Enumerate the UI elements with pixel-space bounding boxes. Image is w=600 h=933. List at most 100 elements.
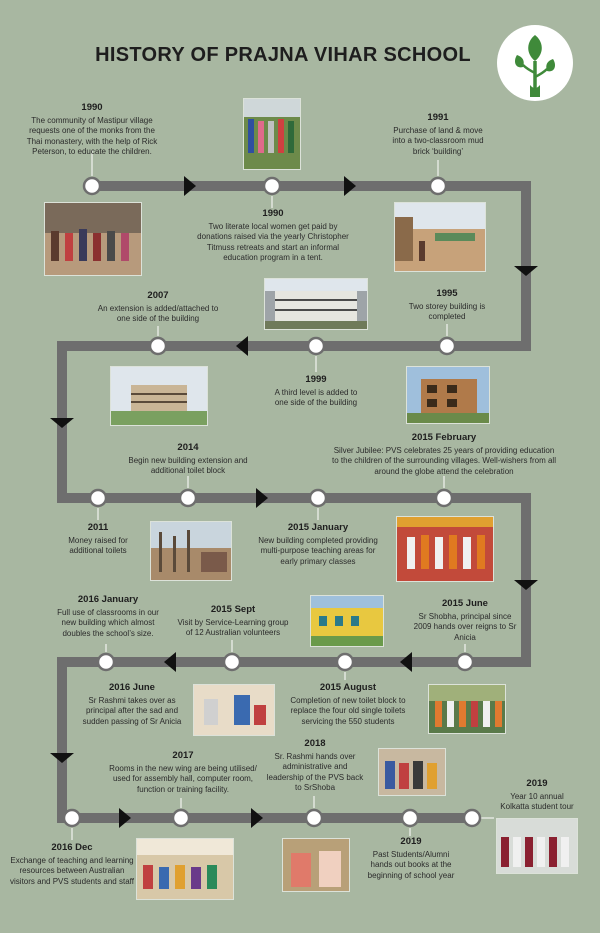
event-text: Past Students/Alumni hands out books at … <box>367 850 455 880</box>
school-logo <box>497 25 573 101</box>
event-text: Completion of new toilet block to replac… <box>290 696 406 726</box>
event-year: 2007 <box>147 290 169 301</box>
arrow-right <box>256 488 268 508</box>
arrow-left <box>400 652 412 672</box>
photo-construction-site <box>150 521 232 581</box>
photo-alumni-books <box>378 748 446 796</box>
timeline-node[interactable] <box>82 176 102 196</box>
event-year: 1990 <box>262 208 284 219</box>
event-text: Money raised for additional toilets <box>68 536 128 556</box>
photo-assembly-hall <box>136 838 234 900</box>
arrow-down <box>514 580 538 590</box>
event-2018: 2018 Sr. Rashmi hands over administrativ… <box>266 738 364 794</box>
timeline-node[interactable] <box>148 336 168 356</box>
event-2015-february: 2015 February Silver Jubilee: PVS celebr… <box>330 432 558 477</box>
event-year: 1995 <box>436 288 458 299</box>
arrow-down <box>50 753 74 763</box>
event-2011: 2011 Money raised for additional toilets <box>64 522 132 557</box>
photo-student-tour-group <box>496 818 578 874</box>
event-2016-dec: 2016 Dec Exchange of teaching and learni… <box>10 842 134 887</box>
photo-sr-rashmi <box>282 838 350 892</box>
event-year: 2018 <box>304 738 326 749</box>
photo-volunteers-classroom <box>193 684 275 736</box>
event-text: New building completed providing multi-p… <box>258 536 378 566</box>
timeline-node[interactable] <box>222 652 242 672</box>
event-year: 2015 August <box>319 682 377 693</box>
event-text: Purchase of land & move into a two-class… <box>392 126 484 156</box>
timeline-node[interactable] <box>434 488 454 508</box>
arrow-right <box>251 808 263 828</box>
event-text: Silver Jubilee: PVS celebrates 25 years … <box>332 446 556 476</box>
event-text: The community of Mastipur village reques… <box>26 116 158 157</box>
event-year: 2019 <box>400 836 422 847</box>
photo-mud-brick-building <box>394 202 486 272</box>
event-year: 1991 <box>427 112 449 123</box>
event-1999: 1999 A third level is added to one side … <box>268 374 364 409</box>
event-text: Full use of classrooms in our new buildi… <box>57 608 159 638</box>
event-2015-june: 2015 June Sr Shobha, principal since 200… <box>412 598 518 643</box>
event-1990-women: 1990 Two literate local women get paid b… <box>196 208 350 264</box>
timeline-node[interactable] <box>308 488 328 508</box>
event-text: Visit by Service-Learning group of 12 Au… <box>177 618 289 638</box>
event-year: 2016 January <box>77 594 139 605</box>
event-text: An extension is added/attached to one si… <box>97 304 219 324</box>
event-2007: 2007 An extension is added/attached to o… <box>92 290 224 325</box>
timeline-node[interactable] <box>462 808 482 828</box>
event-text: Rooms in the new wing are being utilised… <box>109 764 257 794</box>
photo-silver-jubilee-stage <box>396 516 494 582</box>
event-1991: 1991 Purchase of land & move into a two-… <box>386 112 490 157</box>
arrow-down <box>514 266 538 276</box>
timeline-node[interactable] <box>437 336 457 356</box>
timeline-node[interactable] <box>306 336 326 356</box>
timeline-node[interactable] <box>335 652 355 672</box>
event-2016-june: 2016 June Sr Rashmi takes over as princi… <box>80 682 184 727</box>
event-text: Two storey building is completed <box>408 302 486 322</box>
event-2017: 2017 Rooms in the new wing are being uti… <box>106 750 260 795</box>
timeline-node[interactable] <box>304 808 324 828</box>
timeline-node[interactable] <box>96 652 116 672</box>
event-year: 2017 <box>172 750 194 761</box>
timeline-node[interactable] <box>62 808 82 828</box>
connector-lines <box>71 150 494 840</box>
event-year: 2014 <box>177 442 199 453</box>
event-year: 2011 <box>87 522 109 533</box>
event-2019-tour: 2019 Year 10 annual Kolkatta student tou… <box>500 778 574 813</box>
event-year: 2015 June <box>442 598 488 609</box>
event-2015-january: 2015 January New building completed prov… <box>254 522 382 567</box>
event-text: Year 10 annual Kolkatta student tour <box>500 792 574 812</box>
photo-women-in-line <box>243 98 301 170</box>
event-1995: 1995 Two storey building is completed <box>404 288 490 323</box>
event-2019-alumni: 2019 Past Students/Alumni hands out book… <box>366 836 456 881</box>
event-1990-request: 1990 The community of Mastipur village r… <box>26 102 158 158</box>
event-2015-august: 2015 August Completion of new toilet blo… <box>282 682 414 727</box>
photo-village-children <box>44 202 142 276</box>
timeline-node[interactable] <box>400 808 420 828</box>
event-text: Exchange of teaching and learning resour… <box>10 856 134 886</box>
photo-extension-building <box>110 366 208 426</box>
event-2015-sept: 2015 Sept Visit by Service-Learning grou… <box>176 604 290 639</box>
arrow-left <box>236 336 248 356</box>
event-year: 2016 Dec <box>51 842 93 853</box>
page-title: HISTORY OF PRAJNA VIHAR SCHOOL <box>95 44 471 66</box>
event-year: 1990 <box>81 102 103 113</box>
arrow-right <box>119 808 131 828</box>
event-year: 2019 <box>526 778 548 789</box>
event-year: 2015 Sept <box>210 604 256 615</box>
timeline-node[interactable] <box>178 488 198 508</box>
timeline-node[interactable] <box>171 808 191 828</box>
timeline-node[interactable] <box>88 488 108 508</box>
event-text: Sr Shobha, principal since 2009 hands ov… <box>413 612 517 642</box>
arrow-right <box>184 176 196 196</box>
event-text: A third level is added to one side of th… <box>274 388 358 408</box>
arrow-left <box>164 652 176 672</box>
event-text: Sr Rashmi takes over as principal after … <box>82 696 182 726</box>
photo-yellow-toilet-block <box>310 595 384 647</box>
event-2016-january: 2016 January Full use of classrooms in o… <box>50 594 166 639</box>
arrow-down <box>50 418 74 428</box>
timeline-node[interactable] <box>455 652 475 672</box>
event-year: 1999 <box>305 374 327 385</box>
timeline-node[interactable] <box>262 176 282 196</box>
timeline-node[interactable] <box>428 176 448 196</box>
event-year: 2015 January <box>287 522 349 533</box>
